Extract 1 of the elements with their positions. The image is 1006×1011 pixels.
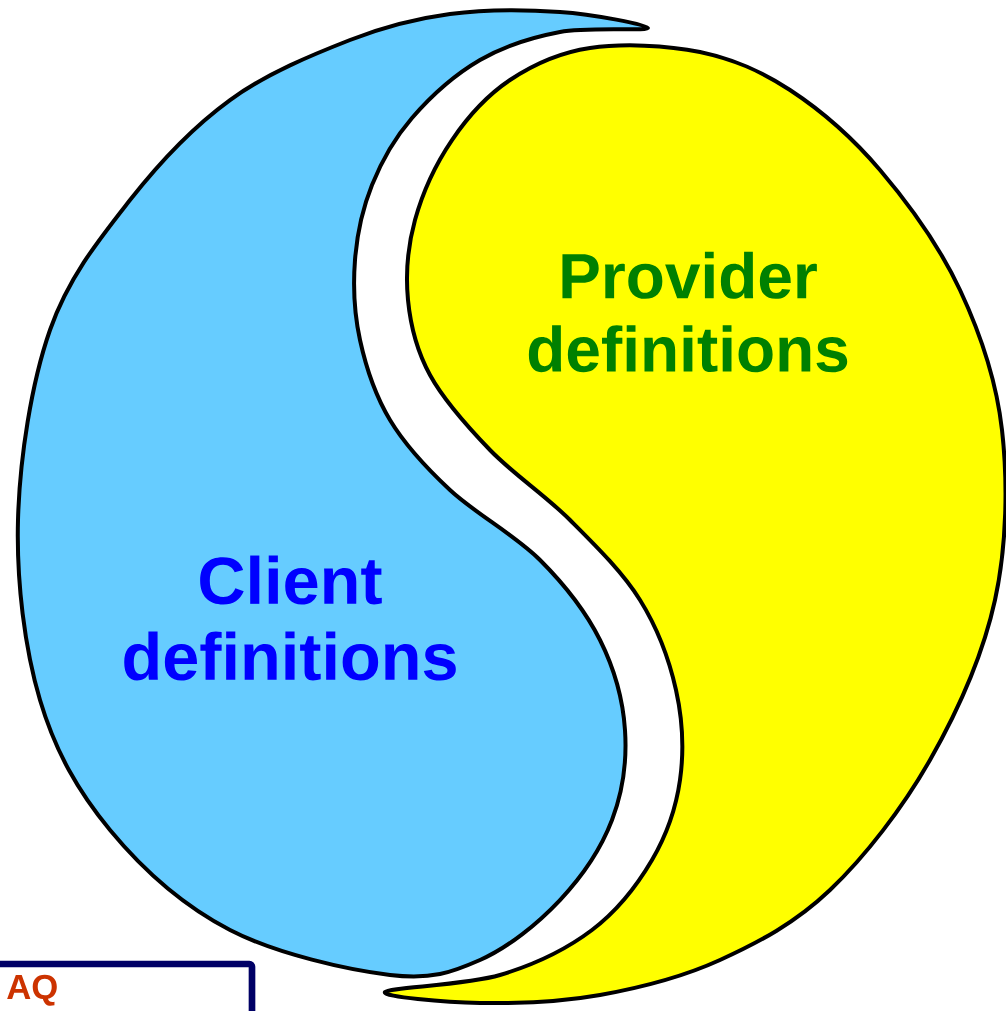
- text-box: AQ: [0, 960, 256, 1011]
